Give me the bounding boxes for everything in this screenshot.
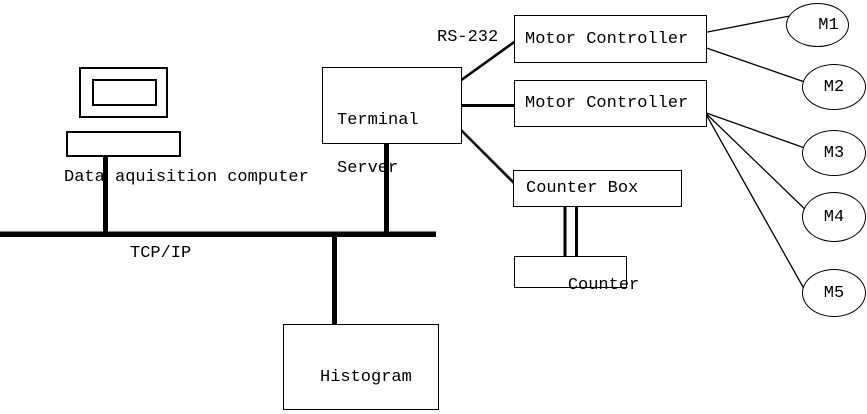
terminal-server-label-line1: Terminal — [337, 111, 419, 130]
motor-m5-node: M5 — [802, 269, 866, 317]
data-acquisition-label: Data aquisition computer — [64, 168, 309, 187]
motor-m2-label: M2 — [823, 77, 845, 97]
rs232-label: RS-232 — [437, 28, 499, 47]
mc1-to-m1-line — [704, 13, 801, 34]
motor-m4-node: M4 — [802, 192, 866, 242]
ts-to-motor-controller-1-line — [459, 38, 518, 83]
motor-m3-label: M3 — [823, 143, 845, 163]
motor-m5-label: M5 — [823, 283, 845, 303]
computer-monitor-screen — [92, 79, 157, 106]
tcpip-label: TCP/IP — [130, 244, 192, 263]
motor-controller-2-label: Motor Controller — [525, 94, 689, 113]
counter-node: Counter — [514, 256, 639, 294]
histogram-memory-node: Histogram Memory — [283, 324, 439, 410]
mc2-to-m4-line — [704, 112, 813, 217]
ts-to-counter-box-line — [459, 128, 517, 186]
motor-m2-node: M2 — [802, 64, 866, 110]
motor-m3-node: M3 — [802, 130, 866, 176]
counter-label: Counter — [567, 276, 640, 295]
mc2-to-m3-line — [704, 111, 817, 153]
motor-controller-1-node: Motor Controller — [514, 15, 707, 63]
counter-box-label: Counter Box — [526, 179, 639, 198]
counter-box-node: Counter Box — [513, 170, 682, 207]
terminal-server-node: Terminal Server — [322, 67, 462, 177]
histogram-memory-label-line1: Histogram — [320, 368, 412, 387]
motor-controller-1-label: Motor Controller — [525, 29, 689, 49]
motor-controller-2-node: Motor Controller — [514, 80, 707, 127]
mc2-to-m5-line — [704, 112, 813, 304]
motor-m1-label: M1 — [818, 15, 839, 35]
motor-m1-node: M1 — [786, 3, 849, 47]
computer-keyboard — [66, 131, 181, 157]
motor-m4-label: M4 — [823, 207, 845, 227]
terminal-server-label-line2: Server — [337, 159, 399, 178]
